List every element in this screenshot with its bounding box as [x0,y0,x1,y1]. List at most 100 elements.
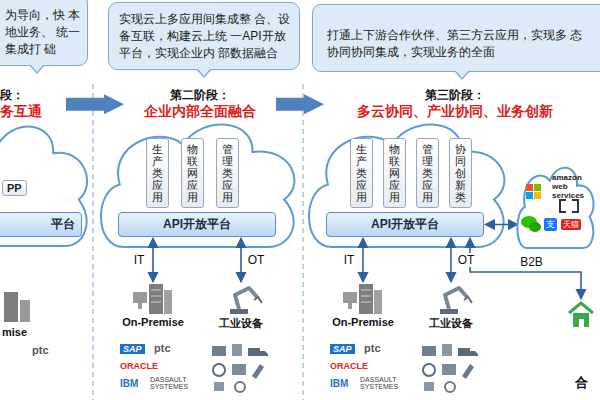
node-text: 管理类应用 [422,143,433,203]
node-text: 打通上下游合作伙伴、第三方云应用，实现多 态协同协同集成，实现业务的全面 [327,27,591,61]
robot-arm-icon [218,282,264,316]
tool-icon [462,364,474,379]
app-box: 生产类应用 [350,138,373,208]
node-text: 协同创新类 [455,143,466,203]
robot-arm-icon [428,282,474,316]
monitor-stand [348,303,352,309]
gauge-icon [235,382,245,392]
stage-heading: 第三阶段：多云协同、产业协同、业务创新 [330,88,580,121]
logo-text: ORACLE [330,361,368,371]
windows-logo [534,184,541,191]
house-body [573,313,589,327]
robot-arm [235,288,257,309]
node-text: amazon web services [552,174,594,200]
on-premise-node: On-Premise [328,282,398,328]
robot-arm [445,288,467,309]
on-premise-node: On-Premise [118,282,188,328]
server-slot [151,302,161,303]
app-box: 物联网应用 [383,138,406,208]
node-text: API开放平台 [125,216,269,233]
machine-icon [424,382,434,391]
logo-text: DASSAULT SYSTEMES [360,376,408,391]
bracket-logo [560,200,578,212]
node-text: 工业设备 [418,316,484,331]
server-slot [361,296,371,297]
logo-text: ptc [154,342,171,354]
equipment-icons [212,344,268,392]
equipment-icons [422,344,478,392]
house-roof [569,303,593,313]
robot-base [440,309,458,314]
node-text: On-Premise [328,316,398,328]
server-slot [151,296,161,297]
server-slot [151,290,161,291]
node-text: 物联网应用 [389,143,400,203]
equipment-node: 工业设备 [418,282,484,331]
machine-icon [214,382,224,391]
cloud-outline [517,168,593,248]
node-text: 管理类应用 [222,143,233,203]
node-text: PP [7,182,22,194]
node-text: 平台 [3,216,75,233]
app-box: 管理类应用 [416,138,439,208]
api-platform-bar: 平台 [0,212,82,237]
node-subtext: 企业内部全面融合 [130,103,270,121]
connector [485,224,518,226]
robot-gripper [254,297,262,303]
node-text: 生产类应用 [152,143,163,203]
app-box: 协同创新类 [449,138,472,208]
callout-bubble: 为导向，快 本地业务、 统一集成打 础 [0,0,88,66]
robot-gripper [464,297,472,303]
app-box: 物联网应用 [181,138,204,208]
stage-heading: 第二阶段：企业内部全面融合 [130,88,270,121]
stage-divider [302,84,303,400]
stage-divider [92,84,93,400]
server-icon [341,282,385,316]
cloud-outline [309,125,504,247]
cloud-outline [0,127,87,246]
server-slot [361,302,371,303]
node-text: 合 [566,374,596,392]
gauge-icon [213,364,225,376]
machine-icon [212,346,226,356]
connector [450,238,452,282]
windows-logo [526,184,533,191]
machine-icon [232,364,246,375]
node-text: 为导向，快 本地业务、 统一集成打 础 [5,7,83,57]
machine-icon [422,346,436,356]
app-box: 生产类应用 [146,138,169,208]
server-tower [374,290,382,314]
node-text: 实现云上多应用间集成整 合、设备互联，构建云上统 一API开放平台，实现企业内 … [119,11,291,61]
connector [362,238,364,282]
server-tower [359,284,373,314]
site-label: mise [2,326,27,338]
logo-text: SAP [330,344,355,354]
tool-icon [252,364,264,379]
house-icon [567,300,595,328]
windows-logo [534,192,541,199]
robot-base [230,309,248,314]
connector-label: OT [456,253,477,267]
connector [152,238,154,282]
node-subtext: 务互通 [0,103,60,121]
node-subtext: 支 [544,218,557,231]
third-party-cloud: amazon web services 支天猫 [514,160,598,252]
callout-bubble: 实现云上多应用间集成整 合、设备互联，构建云上统 一API开放平台，实现企业内 … [108,2,300,70]
server-icon [131,282,175,316]
node-text: On-Premise [118,316,188,328]
gauge-icon [423,364,435,376]
gauge-icon [445,382,455,392]
monitor [343,292,357,303]
connector [240,238,242,282]
monitor-stand [138,303,142,309]
node-text: API开放平台 [333,216,477,233]
logo-text: ptc [32,344,49,356]
logo-text: DASSAULT SYSTEMES [150,376,198,391]
connector-label: OT [246,253,267,267]
connector-label: IT [342,253,357,267]
house-door [579,319,584,327]
node-subtext: 天猫 [561,219,581,230]
callout-bubble: 打通上下游合作伙伴、第三方云应用，实现多 态协同协同集成，实现业务的全面 [312,4,600,72]
node-text: 生产类应用 [356,143,367,203]
monitor [133,292,147,303]
